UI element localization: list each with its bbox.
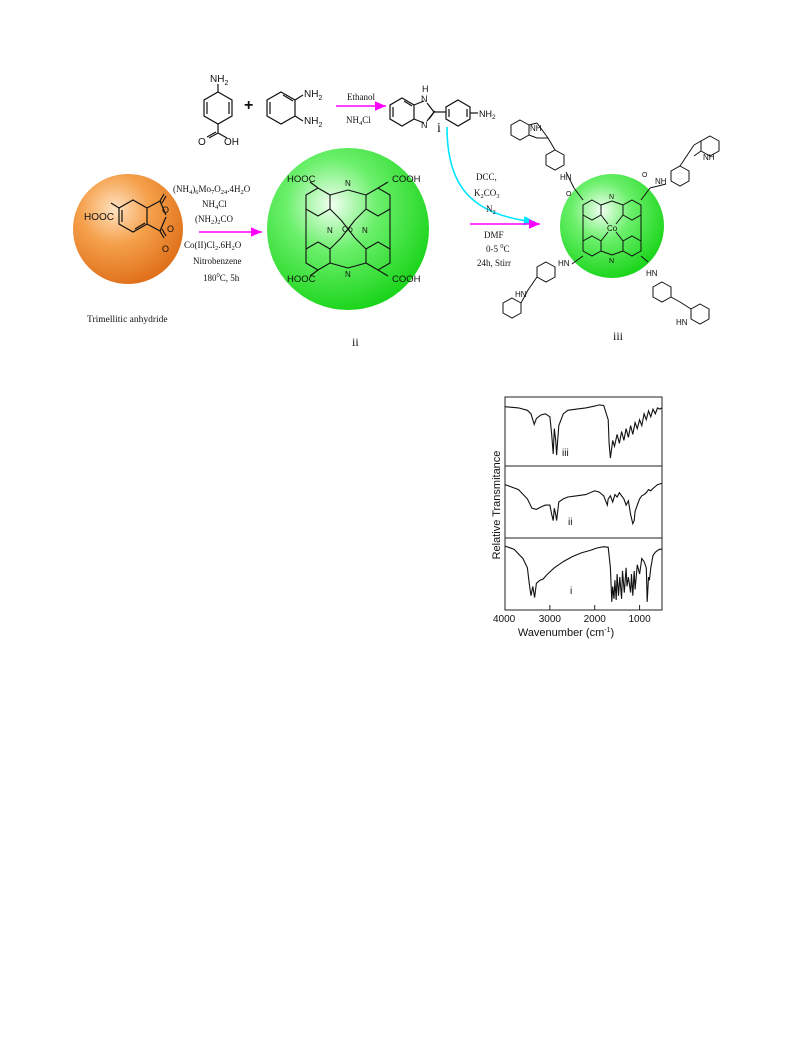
compound-i-h-label: H [422, 84, 429, 94]
step2-line6: 1800C, 5h [203, 272, 240, 283]
step3-line2: K2CO3 [474, 188, 500, 200]
ftir-trace-i [504, 545, 662, 602]
ftir-trace-ii [504, 482, 663, 526]
ftir-frame [504, 396, 663, 611]
iii-arm2-amide-nh: NH [655, 177, 667, 186]
step3-line4: DMF [484, 230, 504, 240]
compound-i-structure [389, 97, 478, 127]
iii-arm2-nh: NH [703, 153, 715, 162]
step1-reagent: NH4Cl [346, 115, 371, 127]
ftir-panel-label-i: i [570, 586, 572, 597]
iii-arm3-nh: HN [515, 290, 527, 299]
ii-n-left: N [327, 226, 333, 235]
ii-n-bottom: N [345, 270, 351, 279]
ii-n-right: N [362, 226, 368, 235]
compound-i-n-label: N [421, 120, 428, 130]
anhydride-o-top: O [162, 205, 169, 215]
compound-i-nh-label: N [421, 94, 428, 104]
anhydride-name: Trimellitic anhydride [87, 315, 168, 325]
anhydride-o-ring: O [167, 224, 174, 234]
ftir-x-tick-label-1000: 1000 [628, 614, 651, 625]
iii-n-top: N [609, 194, 614, 201]
iii-arm4-amide-hn: HN [646, 269, 658, 278]
compound-i-to-step3-arrow [446, 126, 536, 226]
ftir-x-axis-label: Wavenumber (cm-1) [518, 627, 614, 639]
green-sphere-iii [560, 174, 664, 278]
step3-line6: 24h, Stirr [477, 258, 511, 268]
plus-sign: + [244, 97, 253, 114]
ftir-x-tick-label-2000: 2000 [584, 614, 607, 625]
iii-arm1-nh: NH [530, 124, 542, 133]
carbonyl-o-label: O [198, 137, 206, 148]
ii-cooh-top-right: COOH [392, 174, 421, 185]
ftir-y-axis-label: Relative Transmitance [491, 451, 503, 560]
iii-arm3-amide-hn: HN [558, 259, 570, 268]
ftir-panel-label-iii: iii [562, 448, 569, 459]
step2-line3: (NH2)2CO [195, 214, 234, 226]
iii-co-center: Co [607, 224, 618, 233]
nh2-label-2: NH2 [304, 89, 322, 102]
nh2-label-1: NH2 [210, 74, 228, 87]
iii-arm1-amide-hn: HN [560, 173, 572, 182]
step2-line2: NH4Cl [202, 199, 227, 211]
anhydride-hooc-label: HOOC [84, 212, 114, 223]
ftir-x-tick-label-4000: 4000 [493, 614, 516, 625]
step2-line4: Co(II)Cl2.6H2O [184, 240, 242, 252]
compound-i-label: i [437, 121, 441, 136]
anhydride-o-bottom: O [162, 244, 169, 254]
iii-arm1-o: O [566, 191, 572, 198]
step3-line1: DCC, [476, 172, 497, 182]
iii-n-bottom: N [609, 258, 614, 265]
iii-arm4-nh: HN [676, 318, 688, 327]
ii-cooh-bottom-right: COOH [392, 274, 421, 285]
ii-n-top: N [345, 179, 351, 188]
compound-iii-label: iii [613, 329, 624, 343]
step2-line5: Nitrobenzene [193, 256, 241, 266]
aminobenzoic-acid-structure [203, 84, 233, 139]
compound-i-nh2-label: NH2 [479, 109, 496, 121]
trimellitic-anhydride-structure [110, 193, 167, 239]
phenylenediamine-structure [266, 91, 304, 125]
ii-co-center: Co [342, 224, 353, 234]
ii-hooc-bottom-left: HOOC [287, 274, 316, 285]
compound-ii-label: ii [352, 335, 359, 349]
step3-line3: N2 [486, 204, 496, 216]
step3-line5: 0-5 0C [486, 243, 510, 254]
compound-iii-core [582, 199, 642, 257]
compound-iii-arms [502, 119, 720, 325]
ftir-trace-iii [504, 404, 663, 459]
ftir-panel-label-ii: ii [568, 517, 572, 528]
hydroxyl-label: OH [224, 137, 239, 148]
ftir-x-tick-label-3000: 3000 [539, 614, 562, 625]
compound-ii-structure [305, 181, 391, 277]
step2-line1: (NH4)6Mo7O24.4H2O [173, 184, 251, 196]
ii-hooc-top-left: HOOC [287, 174, 316, 185]
step1-solvent: Ethanol [347, 92, 375, 102]
iii-arm2-o: O [642, 172, 648, 179]
nh2-label-3: NH2 [304, 116, 322, 129]
